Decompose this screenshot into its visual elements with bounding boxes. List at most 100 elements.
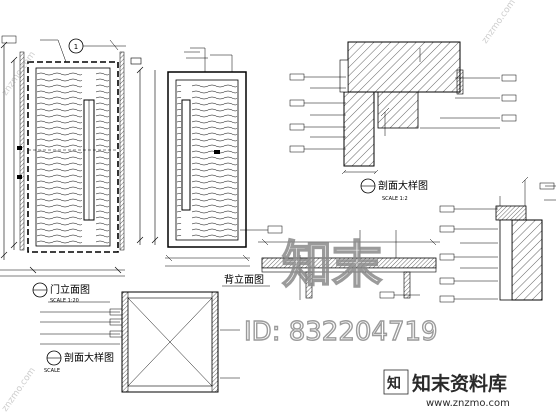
wood-grain-line [95, 210, 110, 214]
wood-grain-line [95, 168, 110, 172]
wood-grain-line [36, 84, 83, 88]
view-title: 剖面大样图 [64, 351, 114, 364]
wood-grain-line [191, 84, 238, 88]
callout-leaders-right [380, 48, 517, 136]
wood-grain-line [191, 132, 238, 136]
wood-grain-line [36, 120, 83, 124]
wood-grain-line [191, 108, 238, 112]
wood-grain-line [95, 102, 110, 106]
callout-leaders [184, 47, 283, 234]
section-detail-middle-lower [258, 230, 440, 300]
wood-grain-line [191, 168, 238, 172]
wood-grain-line [36, 216, 83, 220]
wood-grain-line [176, 145, 182, 147]
wood-grain-line [191, 120, 238, 124]
brand-url: www.znzmo.com [426, 398, 510, 409]
wood-grain-line [176, 163, 182, 165]
wood-grain-texture [176, 84, 238, 238]
wood-grain-line [36, 210, 83, 214]
wood-grain-line [176, 217, 182, 219]
wood-grain-line [95, 234, 110, 238]
view-title: 门立面图 [50, 283, 90, 296]
wood-grain-line [176, 187, 182, 189]
svg-text:知末: 知末 [282, 236, 382, 294]
wood-grain-line [176, 121, 182, 123]
wood-grain-line [176, 175, 182, 177]
svg-text:ID: 832204719: ID: 832204719 [244, 317, 438, 347]
wood-grain-line [191, 234, 238, 238]
dimension-ticks [341, 169, 379, 175]
wood-grain-line [191, 228, 238, 232]
door-leaf [175, 79, 239, 241]
wood-grain-line [176, 133, 182, 135]
wood-grain-line [36, 186, 83, 190]
wood-grain-line [36, 180, 83, 184]
wood-grain-line [191, 126, 238, 130]
door-leaf [35, 67, 111, 247]
wood-grain-line [95, 198, 110, 202]
wood-grain-line [36, 174, 83, 178]
wood-grain-line [191, 216, 238, 220]
wood-grain-line [95, 228, 110, 232]
wood-grain-line [36, 90, 83, 94]
section-detail-top-title: 剖面大样图 SCALE 1:2 [360, 178, 428, 202]
wood-grain-line [176, 115, 182, 117]
door-front-elevation: 1 [0, 35, 126, 277]
wood-grain-line [36, 72, 83, 76]
wood-grain-line [95, 126, 110, 130]
dimension-chain-left [130, 57, 159, 245]
section-marker: 1 [68, 38, 126, 54]
wood-grain-line [36, 78, 83, 82]
view-scale: SCALE 1:20 [50, 298, 79, 304]
wood-grain-line [95, 72, 110, 76]
glass-slot-panel [181, 99, 191, 211]
view-title: 背立面图 [224, 273, 264, 286]
callout-leaders [40, 301, 240, 379]
wood-grain-line [95, 192, 110, 196]
brand-logo-icon [383, 369, 409, 395]
wood-grain-line [95, 150, 110, 154]
section-detail-top [289, 41, 517, 175]
wood-grain-line [191, 222, 238, 226]
wood-grain-line [176, 229, 182, 231]
wood-grain-line [36, 96, 83, 100]
wood-grain-line [36, 168, 83, 172]
wood-grain-line [36, 132, 83, 136]
wood-grain-line [36, 228, 83, 232]
wood-grain-line [176, 193, 182, 195]
wood-grain-line [191, 114, 238, 118]
wood-grain-line [191, 102, 238, 106]
brand-name: 知末资料库 [412, 372, 507, 395]
wood-grain-line [176, 85, 182, 87]
wood-grain-line [191, 90, 238, 94]
speckled-cap [495, 205, 527, 221]
wood-grain-line [95, 174, 110, 178]
wood-grain-line [95, 144, 110, 148]
wood-grain-line [176, 211, 182, 213]
wood-grain-line [176, 103, 182, 105]
view-scale: SCALE 1:2 [382, 196, 408, 202]
speckled-edge [456, 69, 464, 95]
wood-grain-line [95, 204, 110, 208]
wood-grain-line [95, 132, 110, 136]
wood-grain-line [36, 234, 83, 238]
wood-grain-line [36, 192, 83, 196]
door-handle [214, 150, 220, 154]
callout-leaders-left [439, 205, 498, 303]
wood-grain-line [95, 108, 110, 112]
view-title: 剖面大样图 [378, 179, 428, 192]
wood-grain-line [95, 120, 110, 124]
wood-grain-line [176, 157, 182, 159]
wood-grain-line [191, 186, 238, 190]
svg-text:znzmo.com: znzmo.com [0, 50, 38, 98]
overall-dimension-chain [0, 41, 125, 277]
wood-grain-line [176, 235, 182, 237]
back-elevation-title: 背立面图 [222, 273, 270, 287]
door-handle-marks [17, 146, 22, 179]
callout-leaders-left [289, 73, 346, 153]
callout-leaders [1, 35, 119, 63]
wood-grain-line [176, 199, 182, 201]
wood-grain-line [36, 240, 83, 244]
dimension-chain-bottom [165, 254, 250, 267]
